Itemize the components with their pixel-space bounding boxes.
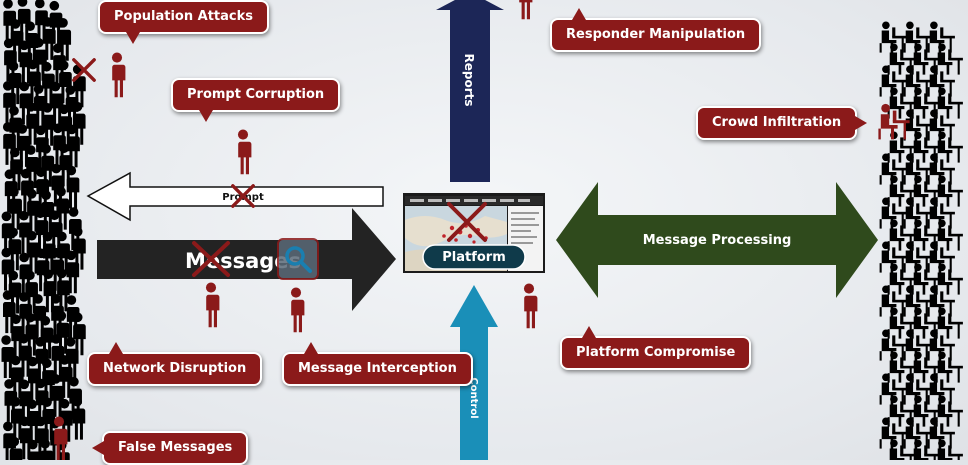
attacker-population [111,52,126,98]
responder-person-icon [935,131,963,163]
responder-person-icon [911,439,939,460]
attacker-crowd-infiltration [878,103,910,140]
magnifier-icon [277,238,319,280]
reports-label: Reports [462,53,476,106]
callout-responder-manipulation: Responder Manipulation [550,8,762,52]
responder-person-icon [887,439,915,460]
responder-person-icon [935,219,963,251]
crowd-person-icon [71,396,86,440]
messages-arrow: Messages [97,208,396,311]
population-crowd [0,0,86,460]
platform-screenshot: Platform [403,193,545,273]
prompt-arrow: Prompt [86,171,384,222]
attacker-interception [290,287,305,333]
responder-person-icon [935,307,963,339]
callout-prompt-corruption: Prompt Corruption [171,78,341,122]
responder-person-icon [935,395,963,427]
messages-x-mark [192,241,230,277]
attacker-responder [518,0,533,20]
responder-person-icon [935,439,963,460]
responder-person-icon [935,87,963,119]
responder-person-icon [935,351,963,383]
callout-platform-compromise: Platform Compromise [560,326,752,370]
reports-arrow: Reports [436,0,504,182]
callout-message-interception: Message Interception [282,342,473,386]
control-label: Control [468,377,479,418]
attacker-network [205,282,220,328]
callout-false-messages: False Messages [91,431,249,465]
callout-population-attacks: Population Attacks [98,0,269,44]
responder-person-icon [935,43,963,75]
crowd-person-icon [57,18,72,61]
message-processing-arrow: Message Processing [556,182,878,298]
callout-crowd-infiltration: Crowd Infiltration [696,106,868,140]
responder-person-icon [935,263,963,295]
message-processing-label: Message Processing [643,233,792,248]
callout-network-disruption: Network Disruption [87,342,263,386]
control-arrow: Control [450,285,498,460]
attacker-platform [523,283,538,329]
platform-x-mark [447,202,487,242]
platform-label: Platform [442,250,506,265]
responder-crowd [879,21,963,460]
responder-person-icon [935,175,963,207]
attacker-prompt [237,129,252,175]
